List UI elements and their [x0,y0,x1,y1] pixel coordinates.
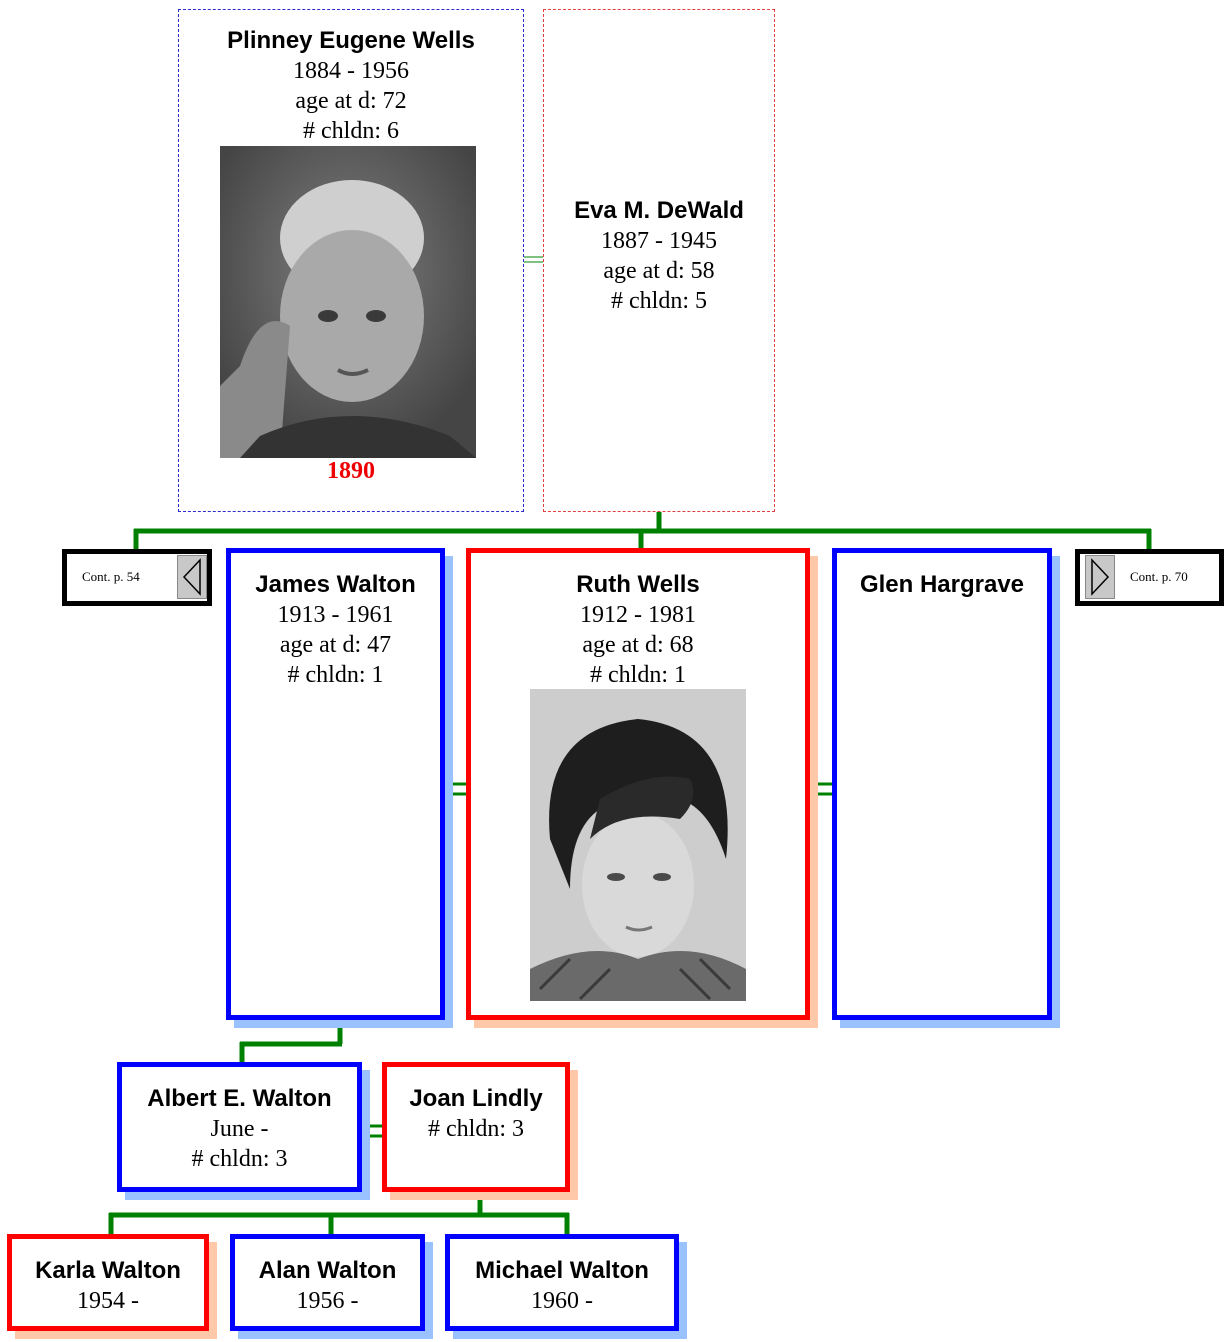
person-children-count: # chldn: 3 [428,1116,524,1142]
person-children-count: # chldn: 1 [287,662,384,688]
continuation-label: Cont. p. 54 [82,569,140,584]
person-name: Plinney Eugene Wells [227,27,475,54]
person-name: Eva M. DeWald [574,197,744,224]
person-dates: June - [210,1116,269,1142]
continuation-left[interactable]: Cont. p. 54 [62,549,212,606]
person-photo-plinney [220,146,476,458]
person-dates: 1913 - 1961 [277,602,394,628]
person-card-plinney[interactable]: Plinney Eugene Wells 1884 - 1956 age at … [178,9,524,512]
arrow-left-icon[interactable] [177,555,207,599]
person-dates: 1884 - 1956 [293,58,409,84]
photo-caption: 1890 [327,458,375,484]
person-card-eva[interactable]: Eva M. DeWald 1887 - 1945 age at d: 58 #… [543,9,775,512]
person-name: Michael Walton [475,1257,649,1284]
person-card-albert[interactable]: Albert E. Walton June - # chldn: 3 [117,1062,362,1192]
continuation-right[interactable]: Cont. p. 70 [1075,549,1224,606]
person-children-count: # chldn: 5 [611,288,707,314]
person-name: Ruth Wells [576,571,700,598]
person-card-michael[interactable]: Michael Walton 1960 - [445,1234,679,1331]
person-children-count: # chldn: 6 [303,118,399,144]
arrow-right-icon[interactable] [1085,555,1115,599]
person-children-count: # chldn: 3 [191,1146,288,1172]
continuation-label: Cont. p. 70 [1130,569,1188,584]
person-card-james[interactable]: James Walton 1913 - 1961 age at d: 47 # … [226,548,445,1020]
person-dates: 1887 - 1945 [601,228,717,254]
person-name: Alan Walton [258,1257,397,1284]
person-dates: 1912 - 1981 [580,602,696,628]
person-age: age at d: 58 [603,258,715,284]
person-age: age at d: 68 [582,632,694,658]
person-name: James Walton [255,571,416,598]
person-card-joan[interactable]: Joan Lindly # chldn: 3 [382,1062,570,1192]
person-name: Joan Lindly [409,1085,543,1112]
person-age: age at d: 47 [279,632,392,658]
person-dates: 1956 - [296,1288,359,1314]
person-card-ruth[interactable]: Ruth Wells 1912 - 1981 age at d: 68 # ch… [466,548,810,1020]
person-photo-ruth [530,689,746,1001]
person-dates: 1954 - [77,1288,139,1314]
person-card-alan[interactable]: Alan Walton 1956 - [230,1234,425,1331]
person-card-karla[interactable]: Karla Walton 1954 - [7,1234,209,1331]
person-name: Albert E. Walton [147,1085,332,1112]
person-age: age at d: 72 [295,88,407,114]
person-dates: 1960 - [531,1288,593,1314]
person-name: Glen Hargrave [859,571,1025,598]
person-name: Karla Walton [35,1257,181,1284]
person-card-glen[interactable]: Glen Hargrave [832,548,1052,1020]
person-children-count: # chldn: 1 [590,662,686,688]
